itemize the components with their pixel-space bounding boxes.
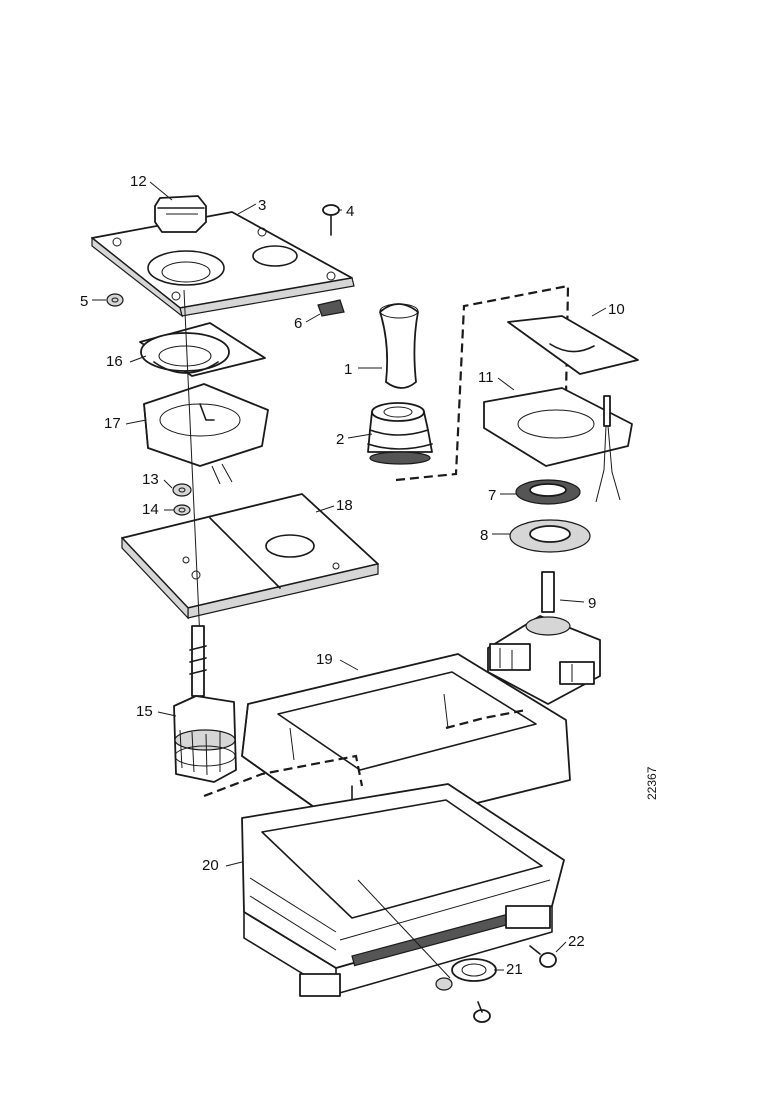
washer-8 (509, 519, 591, 553)
gasket-10 (507, 315, 639, 375)
switch-15 (173, 625, 237, 783)
callout-14: 14 (142, 501, 159, 518)
callout-10: 10 (608, 301, 625, 318)
callout-20: 20 (202, 857, 219, 874)
clamp-21 (357, 879, 497, 1023)
callout-15: 15 (136, 703, 153, 720)
knob (154, 195, 207, 233)
cover-11 (483, 387, 633, 503)
callout-1: 1 (344, 361, 352, 378)
callout-22: 22 (568, 933, 585, 950)
callout-9: 9 (588, 595, 596, 612)
ring-7 (515, 479, 581, 505)
top-plate (91, 211, 355, 318)
bracket-18 (121, 493, 379, 620)
base-20 (241, 783, 565, 997)
nut-5 (106, 293, 124, 307)
screw-22 (529, 945, 557, 968)
lever-1 (379, 303, 419, 389)
callout-16: 16 (106, 353, 123, 370)
nut-13 (172, 483, 192, 497)
washer-14 (173, 504, 191, 516)
reference-code: 22367 (645, 766, 659, 800)
callout-6: 6 (294, 315, 302, 332)
clip-6 (317, 299, 345, 317)
callout-12: 12 (130, 173, 147, 190)
callout-5: 5 (80, 293, 88, 310)
bezel-ring (139, 322, 266, 377)
left-axis (183, 289, 201, 641)
callout-2: 2 (336, 431, 344, 448)
callout-11: 11 (478, 369, 494, 386)
callout-8: 8 (480, 527, 488, 544)
callout-7: 7 (488, 487, 496, 504)
callout-13: 13 (142, 471, 159, 488)
callout-21: 21 (506, 961, 523, 978)
housing-17 (143, 383, 269, 485)
dashed-link-bottom (203, 754, 364, 798)
callout-3: 3 (258, 197, 266, 214)
callout-19: 19 (316, 651, 333, 668)
callout-18: 18 (336, 497, 353, 514)
callouts: 12 3 4 5 6 1 2 10 11 7 8 9 16 17 13 14 1… (80, 173, 625, 978)
leader-lines (92, 181, 607, 971)
screw-4 (322, 204, 340, 236)
callout-17: 17 (104, 415, 121, 432)
callout-4: 4 (346, 203, 354, 220)
boot-2 (367, 402, 433, 465)
switch-9 (487, 571, 601, 705)
